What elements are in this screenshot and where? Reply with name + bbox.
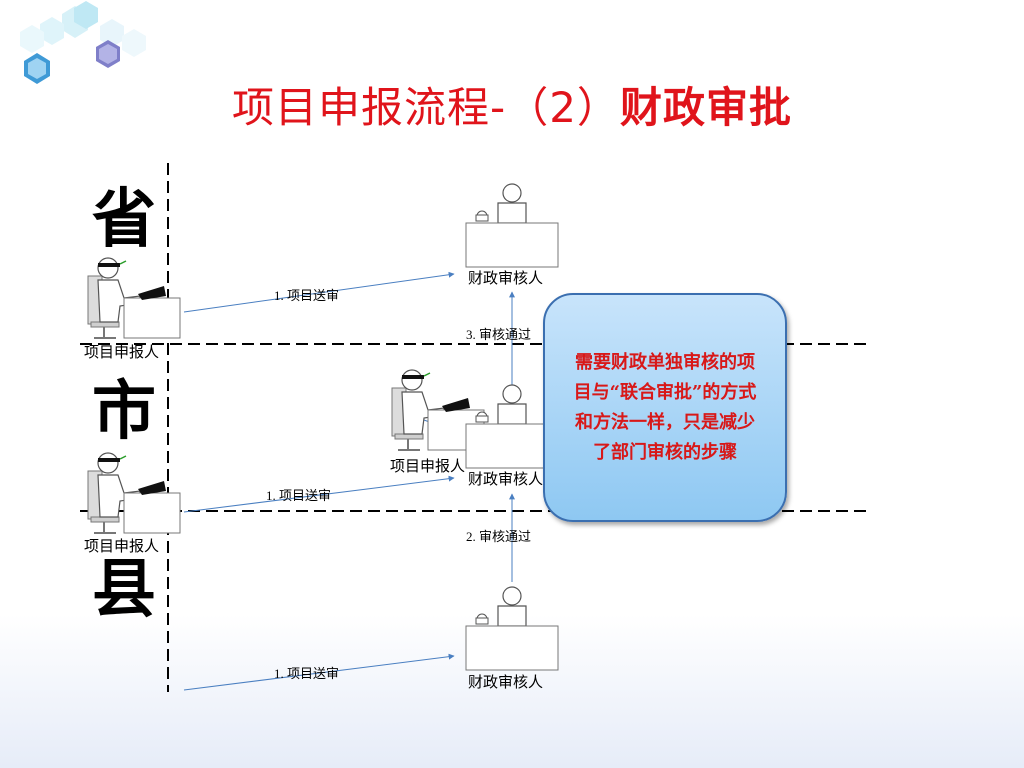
submit-label: 1. 项目送审 [274,666,340,681]
decorative-hexagons [20,1,146,84]
reviewer-label: 财政审核人 [468,472,544,488]
hexagon [74,1,98,29]
level-province: 省 [92,182,156,257]
applicant-label: 项目申报人 [84,539,160,555]
hexagon [20,25,44,53]
hexagon [40,17,64,45]
arrow-county-submit [183,653,455,691]
person-at-desk-icon [465,586,559,671]
note-callout: 需要财政单独审核的项目与“联合审批”的方式和方法一样，只是减少了部门审核的步骤 [543,293,787,522]
person-at-desk-icon [465,183,559,268]
reviewer-label: 财政审核人 [468,675,544,691]
page-title: 项目申报流程-（2）财政审批 [232,83,792,132]
person-at-computer-icon [87,257,181,339]
level-county: 县 [92,552,156,627]
arrow-city-submit [183,475,455,513]
level-city: 市 [92,374,156,449]
person-at-computer-icon [87,452,181,534]
hexagon [100,19,124,47]
submit-label: 1. 项目送审 [266,488,332,503]
hexagon [28,58,46,79]
applicant-label: 项目申报人 [84,345,160,361]
arrow-province-submit [183,271,455,313]
applicant-label: 项目申报人 [390,459,466,475]
submit-label: 1. 项目送审 [274,288,340,303]
approved-label-2: 2. 审核通过 [466,529,532,544]
hexagon [99,44,117,64]
hexagon [122,29,146,57]
note-text: 需要财政单独审核的项目与“联合审批”的方式和方法一样，只是减少了部门审核的步骤 [573,351,757,463]
reviewer-label: 财政审核人 [468,271,544,287]
approved-label-3: 3. 审核通过 [466,327,532,342]
